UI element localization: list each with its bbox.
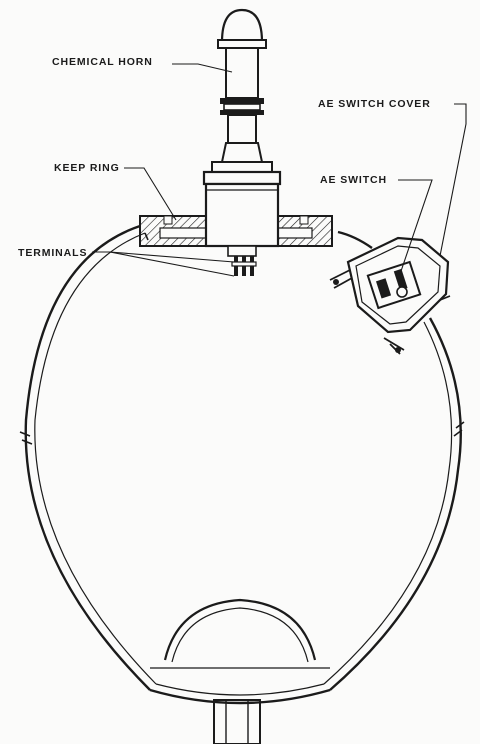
label-chemical-horn: CHEMICAL HORN — [52, 56, 233, 73]
bottom-well — [150, 598, 330, 669]
keep-ring-label: KEEP RING — [54, 162, 120, 174]
keep-ring-leader — [124, 167, 177, 221]
terminals-leader-2 — [109, 251, 235, 277]
label-ae-switch: AE SWITCH — [320, 174, 433, 281]
chemical-horn-label: CHEMICAL HORN — [52, 56, 153, 68]
ae-switch-cover-leader — [439, 103, 467, 257]
ae-switch-cover-label: AE SWITCH COVER — [318, 98, 431, 110]
chemical-horn — [202, 8, 282, 248]
terminals-leader-1 — [92, 251, 235, 263]
label-terminals: TERMINALS — [18, 247, 235, 277]
terminals-label: TERMINALS — [18, 247, 87, 259]
ae-switch-label: AE SWITCH — [320, 174, 387, 186]
bottom-plug — [213, 699, 261, 744]
ae-switch-assembly — [329, 236, 451, 355]
label-ae-switch-cover: AE SWITCH COVER — [318, 98, 467, 257]
terminals — [227, 245, 257, 276]
chemical-horn-leader — [172, 63, 233, 73]
label-keep-ring: KEEP RING — [54, 162, 177, 221]
ae-switch-leader — [397, 179, 433, 281]
